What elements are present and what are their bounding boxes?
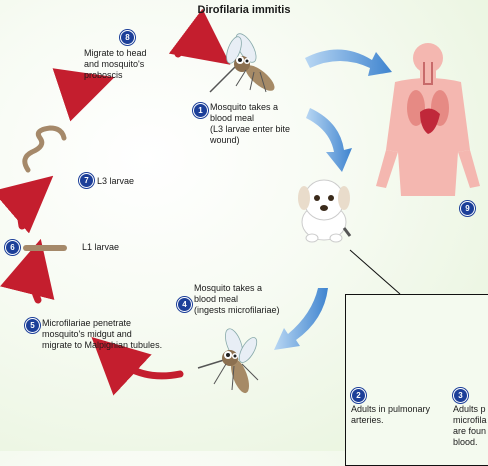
mosquito-icon	[197, 328, 259, 394]
diagram-title: Dirofilaria immitis	[197, 4, 291, 16]
cycle-arrows	[0, 8, 231, 396]
stage-6-badge: 6	[5, 240, 20, 255]
stage-2-label: Adults in pulmonary arteries.	[351, 404, 431, 425]
callout-line	[349, 249, 401, 295]
human-icon	[376, 43, 480, 196]
stage-3-label: Adults p microfila are foun blood.	[453, 404, 487, 447]
stage-6-label: L1 larvae	[82, 242, 120, 252]
stage-8-badge: 8	[120, 30, 135, 45]
arrow-8-to-1	[168, 8, 231, 65]
mosquito-icon	[209, 33, 275, 93]
stage-4-badge: 4	[177, 297, 192, 312]
stage-5-badge: 5	[25, 318, 40, 333]
inset-box	[345, 294, 488, 466]
stage-1-label: Mosquito takes a blood meal (L3 larvae e…	[210, 102, 291, 145]
stage-2-badge: 2	[351, 388, 366, 403]
stage-7-label: L3 larvae	[97, 176, 135, 186]
stage-4-label: Mosquito takes a blood meal (ingests mic…	[194, 283, 280, 315]
arrow-mosquito-to-dog	[306, 108, 352, 172]
arrow-mosquito-to-human	[305, 49, 392, 76]
larva-icon	[22, 125, 67, 251]
arrow-6-to-7	[0, 175, 54, 234]
arrow-5-to-6	[0, 238, 55, 304]
dog-icon	[298, 179, 352, 243]
stage-5-label: Microfilariae penetrate mosquito's midgu…	[42, 318, 163, 350]
stage-9-badge: 9	[460, 201, 475, 216]
arrow-7-to-8	[52, 68, 115, 122]
stage-3-badge: 3	[453, 388, 468, 403]
stage-8-label: Migrate to head and mosquito's proboscis	[84, 48, 147, 80]
stage-1-badge: 1	[193, 103, 208, 118]
arrow-dog-to-mosquito	[274, 288, 328, 350]
arrow-4-to-5	[91, 336, 184, 396]
stage-7-badge: 7	[79, 173, 94, 188]
